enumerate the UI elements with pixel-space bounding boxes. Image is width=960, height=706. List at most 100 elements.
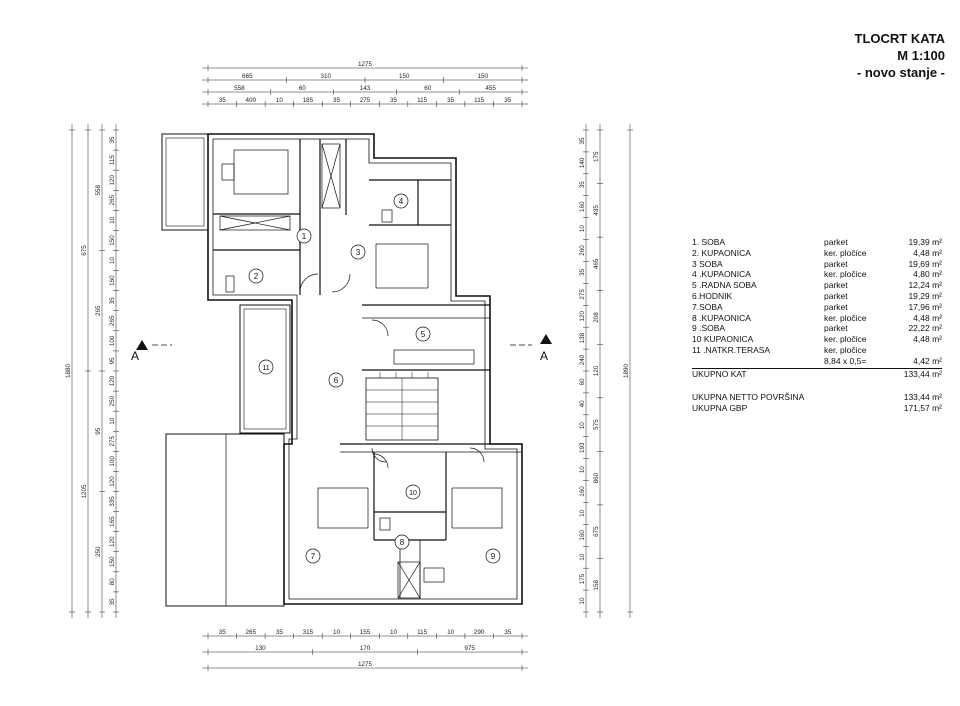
dimension-label: 120 — [593, 365, 600, 376]
dimension-label: 158 — [593, 579, 600, 590]
dimension-label: 35 — [504, 97, 512, 104]
total-row: UKUPNO KAT 133,44 m² — [692, 367, 942, 380]
summary-row: UKUPNA GBP 171,57 m² — [692, 403, 942, 414]
room-name: 4 .KUPAONICA — [692, 269, 751, 280]
section-label-left: A — [131, 349, 139, 363]
room-name: 10 KUPAONICA — [692, 334, 754, 345]
dimension-label: 175 — [593, 151, 600, 162]
dimension-label: 275 — [109, 436, 116, 447]
dimension-label: 265 — [109, 195, 116, 206]
room-number: 4 — [399, 197, 404, 206]
room-floor: parket — [824, 290, 848, 301]
dimension-label: 115 — [417, 629, 428, 636]
room-number: 7 — [311, 552, 316, 561]
dimension-label: 35 — [219, 629, 227, 636]
dimension-label: 35 — [579, 268, 586, 276]
section-label-right: A — [540, 349, 548, 363]
room-number-circle — [485, 548, 501, 564]
room-floor: parket — [824, 323, 848, 334]
room-name: 7.SOBA — [692, 301, 723, 312]
room-floor: ker. pločice — [824, 247, 867, 258]
section-arrow-right — [540, 334, 552, 344]
summary-label: UKUPNA NETTO POVRŠINA — [692, 392, 805, 403]
room-number: 8 — [400, 538, 405, 547]
dimension-label: 860 — [593, 472, 600, 483]
dimension-label: 310 — [320, 73, 331, 80]
dimension-label: 80 — [109, 578, 116, 586]
dimension-label: 10 — [579, 466, 586, 474]
dimension-label: 10 — [579, 597, 586, 605]
dimension-label: 10 — [109, 216, 116, 224]
dimension-label: 35 — [109, 136, 116, 144]
room-floor: parket — [824, 280, 848, 291]
room-number-circle — [328, 372, 344, 388]
room-area: 19,69 m² — [908, 258, 942, 269]
dimension-label: 35 — [333, 97, 341, 104]
room-number-circle — [350, 244, 366, 260]
dimension-label: 665 — [242, 73, 253, 80]
room-floor: 8,84 x 0,5= — [824, 355, 867, 366]
dimension-label: 160 — [579, 530, 586, 541]
room-floor: ker. pločice — [824, 269, 867, 280]
dimension-label: 1275 — [358, 661, 373, 668]
dimension-label: 160 — [109, 275, 116, 286]
room-area: 4,48 m² — [913, 312, 942, 323]
room-floor: ker. pločice — [824, 334, 867, 345]
room-area: 4,48 m² — [913, 247, 942, 258]
dimension-label: 115 — [109, 155, 116, 166]
room-number: 11 — [262, 365, 269, 372]
dimension-label: 160 — [579, 486, 586, 497]
summary-label: UKUPNA GBP — [692, 403, 748, 414]
dimension-label: 155 — [360, 629, 371, 636]
drawing-title: TLOCRT KATA — [854, 31, 946, 46]
drawing-title-block: TLOCRT KATA M 1:100 - novo stanje - — [760, 30, 946, 81]
dimension-label: 40 — [579, 400, 586, 408]
area-summary: UKUPNA NETTO POVRŠINA 133,44 m² UKUPNA G… — [692, 392, 942, 414]
dimension-label: 10 — [109, 417, 116, 425]
dimension-label: 35 — [504, 629, 512, 636]
dimension-label: 130 — [255, 645, 266, 652]
dimension-label: 150 — [399, 73, 410, 80]
dimension-label: 60 — [579, 378, 586, 386]
furniture — [219, 143, 503, 599]
dimension-label: 165 — [109, 516, 116, 527]
dimension-label: 465 — [593, 258, 600, 269]
dimension-label: 10 — [579, 225, 586, 233]
room-area: 12,24 m² — [908, 280, 942, 291]
dimension-label: 265 — [109, 315, 116, 326]
dimension-label: 35 — [276, 629, 284, 636]
room-number: 9 — [491, 552, 496, 561]
room-area: 19,39 m² — [908, 237, 942, 247]
summary-value: 133,44 m² — [903, 392, 942, 403]
dimension-label: 675 — [81, 245, 88, 256]
total-value: 133,44 m² — [903, 368, 942, 379]
dimension-label: 193 — [579, 442, 586, 453]
dimension-lines — [69, 65, 633, 671]
drawing-state: - novo stanje - — [856, 65, 945, 80]
dimension-label: 120 — [109, 536, 116, 547]
room-number: 3 — [356, 248, 361, 257]
dimension-label: 120 — [109, 375, 116, 386]
dimension-label: 208 — [593, 312, 600, 323]
dimension-label: 10 — [333, 629, 341, 636]
dimension-label: 185 — [303, 97, 314, 104]
room-floor: parket — [824, 301, 848, 312]
dimension-label: 120 — [109, 476, 116, 487]
dimension-label: 558 — [234, 85, 245, 92]
dimension-label: 1205 — [81, 484, 88, 499]
dimension-label: 290 — [474, 629, 485, 636]
building-walls — [161, 133, 523, 607]
room-area: 4,80 m² — [913, 269, 942, 280]
